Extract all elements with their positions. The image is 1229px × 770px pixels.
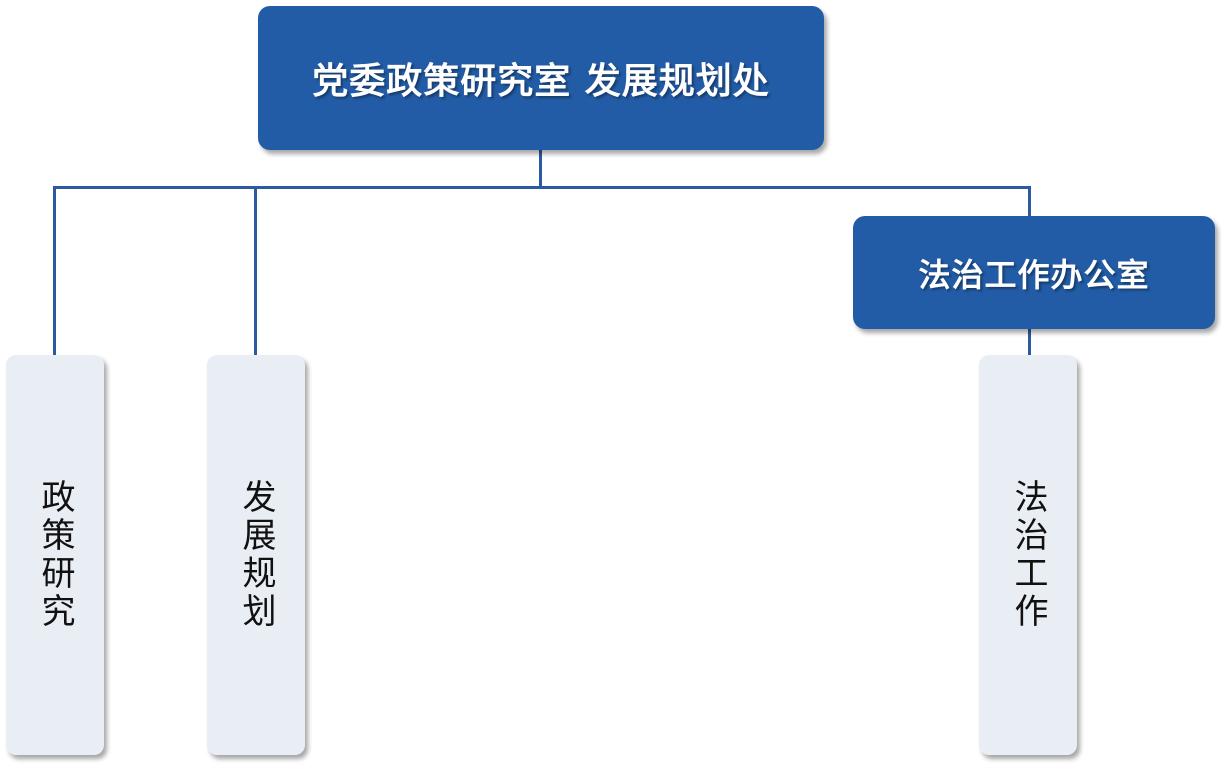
branch-connector-policy-research [53,186,56,356]
leaf-legal-work: 法治工作 [979,355,1077,755]
legal-office-box: 法治工作办公室 [853,216,1215,329]
branch-connector-legal-office [1028,186,1031,218]
leaf-policy-research: 政策研究 [6,355,104,755]
root-department-label: 党委政策研究室 发展规划处 [312,61,770,102]
horizontal-bus-connector [53,186,1031,189]
leaf-policy-research-label: 政策研究 [35,479,75,631]
leaf-development-planning-label: 发展规划 [236,479,276,631]
root-department-box: 党委政策研究室 发展规划处 [258,6,824,150]
leaf-legal-work-label: 法治工作 [1008,479,1048,631]
leaf-development-planning: 发展规划 [207,355,305,755]
legal-office-label: 法治工作办公室 [918,255,1150,294]
root-stem-connector [539,150,542,188]
branch-connector-legal-work [1028,328,1031,356]
branch-connector-development-planning [254,186,257,356]
